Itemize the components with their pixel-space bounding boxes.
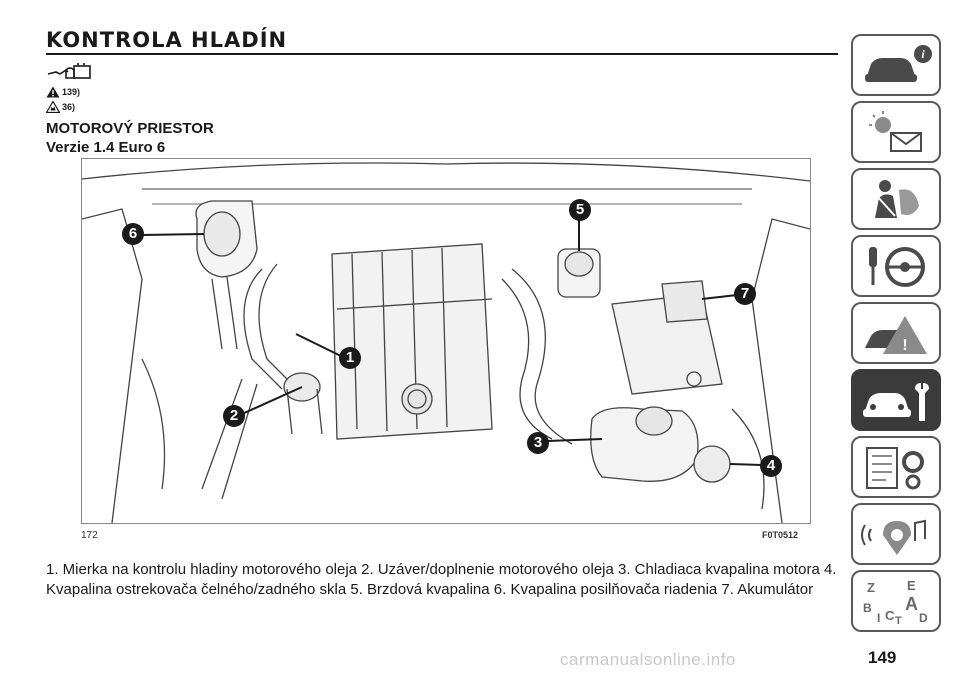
tab-safety[interactable] [851,168,941,230]
svg-text:Z: Z [867,580,875,595]
figure-code: F0T0512 [762,530,799,540]
safety-airbag-icon [875,180,919,218]
svg-text:I: I [877,611,880,625]
warning-ref-1: 139) [46,86,80,98]
tab-index[interactable]: Z E B A I C T D [851,570,941,632]
svg-text:!: ! [902,337,907,354]
tab-technical-data[interactable] [851,436,941,498]
engine-bay-illustration: 1 2 3 4 5 6 7 [81,158,811,524]
tab-car-info[interactable]: i [851,34,941,96]
multimedia-icon [861,519,926,555]
title-divider [46,53,838,55]
svg-text:B: B [863,601,872,615]
svg-text:D: D [919,611,928,625]
warning-ref-text: 139) [62,87,81,97]
callout-4: 4 [760,455,782,477]
warning-ref-text: 36) [62,102,76,112]
tab-starting-driving[interactable] [851,235,941,297]
callout-7: 7 [734,283,756,305]
figure-caption: 1. Mierka na kontrolu hladiny motorového… [46,561,837,598]
callout-6: 6 [122,223,144,245]
tab-dashboard[interactable] [851,101,941,163]
figure-page-ref: 172 [81,530,98,541]
heading: MOTOROVÝ PRIESTOR [46,120,214,137]
callout-5: 5 [569,199,591,221]
callout-1: 1 [339,347,361,369]
index-icon: Z E B A I C T D [863,578,928,626]
technical-data-icon [866,447,924,490]
tab-multimedia[interactable] [851,503,941,565]
car-wrench-icon [863,383,929,421]
svg-text:i: i [921,47,925,61]
callout-2: 2 [223,405,245,427]
engine-check-icon [47,63,91,79]
callout-3: 3 [527,432,549,454]
engine-bay-drawing [82,162,810,523]
tab-maintenance[interactable] [851,369,941,431]
key-steering-icon [869,247,925,287]
page-number: 149 [868,648,897,667]
dashboard-lights-icon [869,111,922,152]
svg-text:A: A [905,594,918,614]
subheading: Verzie 1.4 Euro 6 [46,139,166,156]
car-info-icon: i [865,45,932,82]
watermark: carmanualsonline.info [560,650,736,669]
warning-ref-2: 36) [46,101,75,113]
svg-text:T: T [895,615,902,626]
tab-emergency[interactable]: ! [851,302,941,364]
svg-text:C: C [885,608,895,623]
warning-triangle-icon [46,86,60,98]
svg-text:E: E [907,578,916,593]
section-title: KONTROLA HLADÍN [46,28,288,52]
hand-caution-icon [46,101,60,113]
emergency-icon: ! [865,316,927,354]
